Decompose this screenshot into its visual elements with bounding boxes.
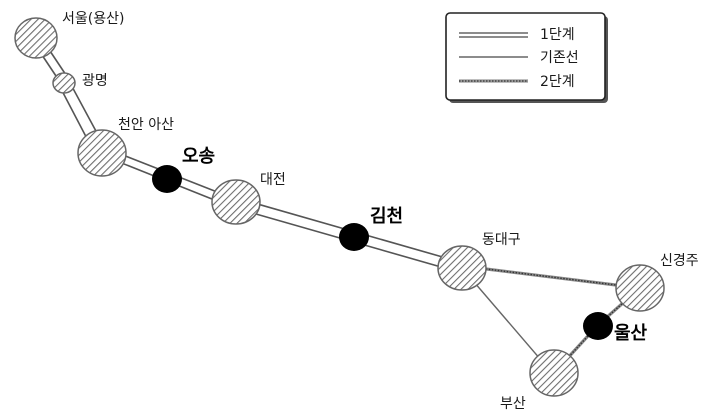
station-busan-label: 부산 <box>500 396 526 412</box>
legend: 1단계 기존선 2단계 <box>445 12 608 103</box>
station-cheonan-label: 천안 아산 <box>118 117 174 133</box>
station-dongdaegu-label: 동대구 <box>482 232 521 248</box>
station-daejeon-label: 대전 <box>260 172 286 188</box>
station-seoul-label: 서울(용산) <box>62 11 124 27</box>
station-gwangmyeong-label: 광명 <box>82 73 108 89</box>
station-daejeon-marker <box>211 179 261 225</box>
station-osong-marker <box>152 165 182 193</box>
station-ulsan-label: 울산 <box>614 323 648 344</box>
legend-phase1-label: 1단계 <box>540 27 575 43</box>
station-busan-marker <box>529 349 579 397</box>
station-cheonan-marker <box>77 129 127 177</box>
station-osong-label: 오송 <box>182 146 215 167</box>
station-seoul-marker <box>14 17 58 59</box>
station-singyeongju-label: 신경주 <box>660 253 699 269</box>
station-gimcheon-marker <box>339 223 369 251</box>
station-singyeongju-marker <box>615 264 665 312</box>
legend-existing-label: 기존선 <box>540 50 579 66</box>
station-gwangmyeong-marker <box>52 72 76 94</box>
station-dongdaegu-marker <box>437 245 487 291</box>
legend-phase2-label: 2단계 <box>540 74 575 90</box>
station-ulsan-marker <box>583 312 613 340</box>
legend-phase1-swatch <box>459 32 528 38</box>
station-gimcheon-label: 김천 <box>370 206 403 227</box>
